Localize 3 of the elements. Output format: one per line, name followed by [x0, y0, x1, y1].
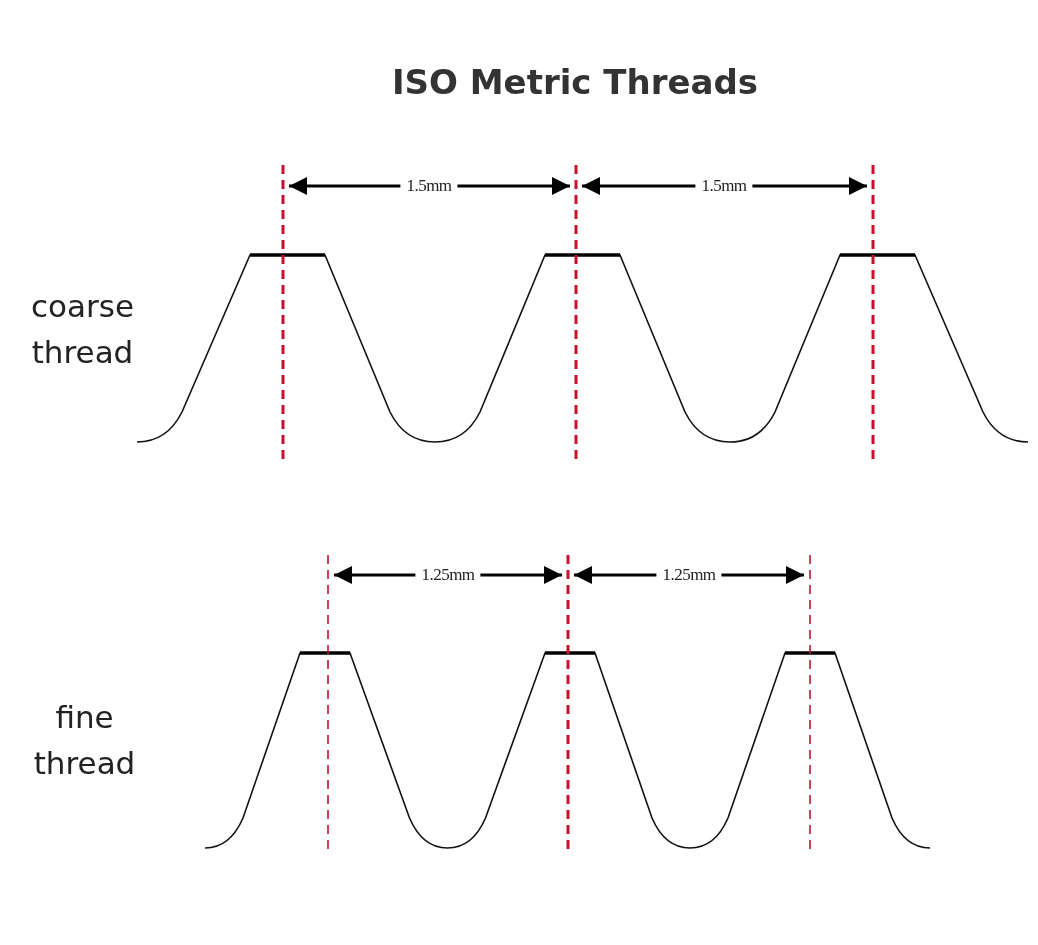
row-label: fine thread [32, 698, 137, 783]
row-label: coarse thread [30, 287, 135, 372]
title: ISO Metric Threads [391, 62, 759, 102]
